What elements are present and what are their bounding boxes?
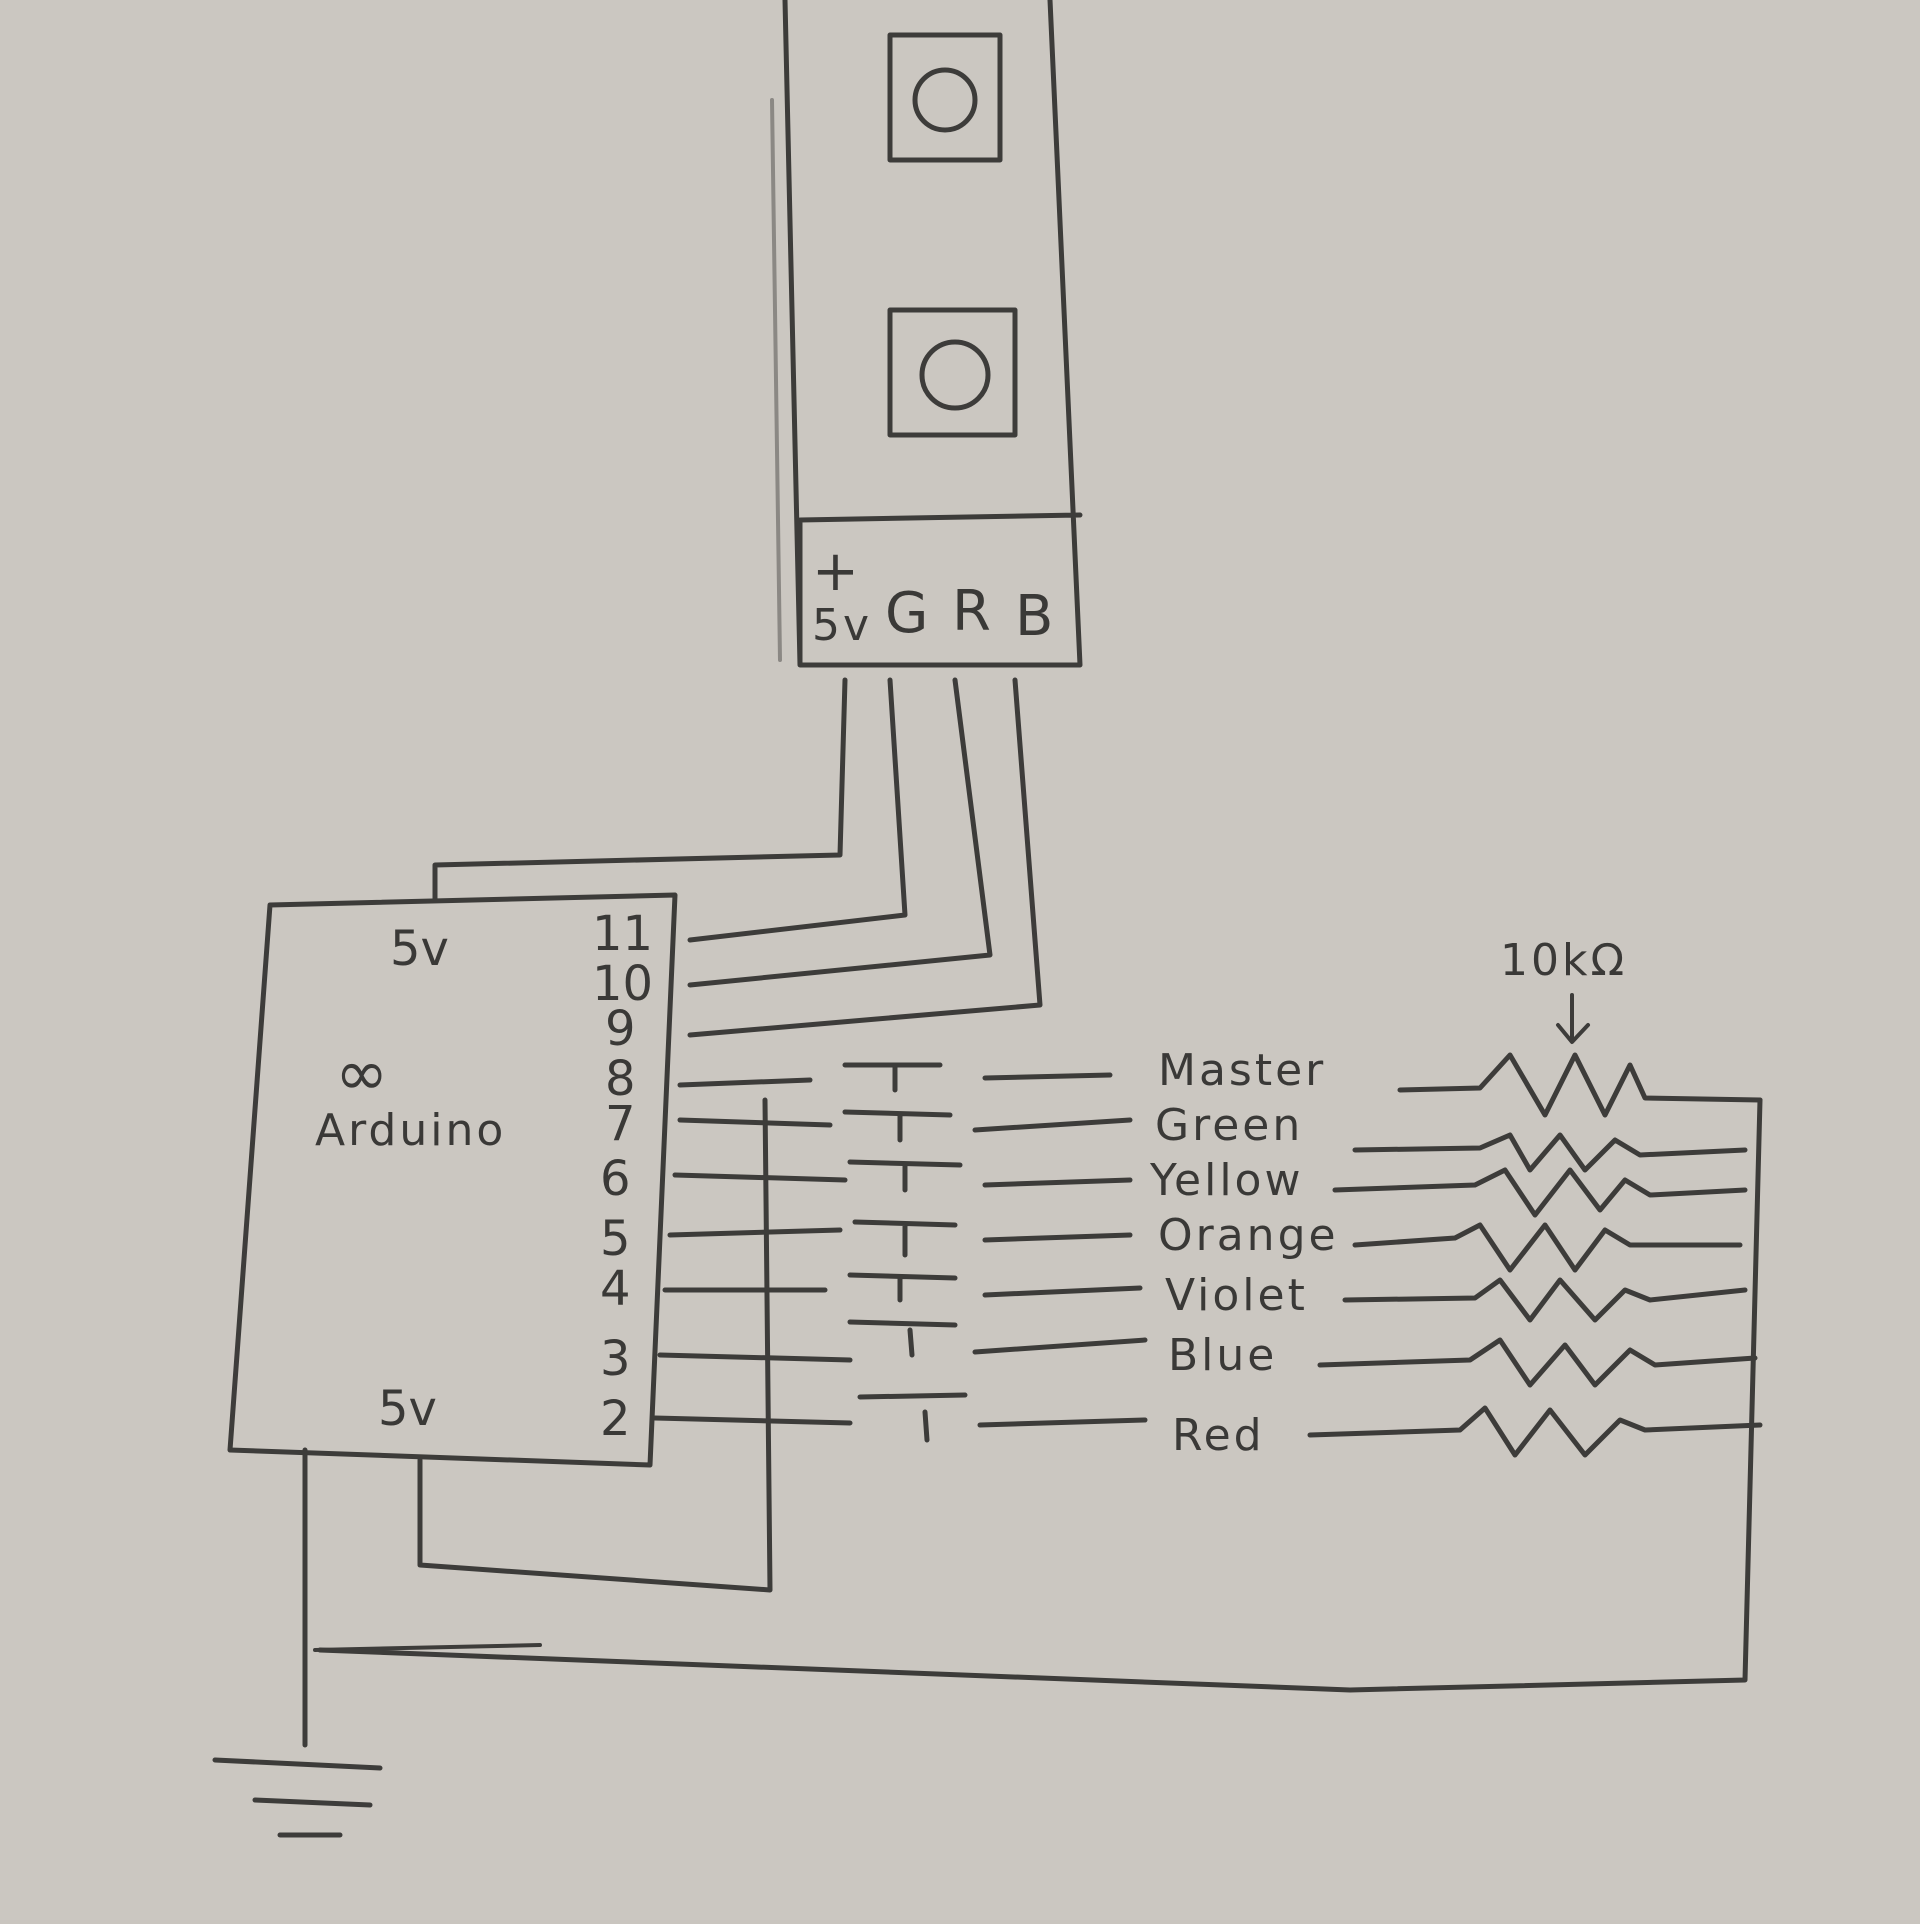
- pin-2: 2: [600, 1391, 631, 1447]
- arduino-logo: ∞: [335, 1037, 388, 1111]
- button-yellow: [847, 1159, 963, 1193]
- terminal-r: R: [952, 579, 991, 644]
- resistor-icon: [1317, 1337, 1758, 1388]
- contact-green: [972, 1117, 1133, 1133]
- strip-wires: [432, 677, 1043, 1038]
- wire-g-to-pin11: [687, 677, 908, 943]
- lead-pin8: [677, 1077, 813, 1088]
- button-blue: [847, 1319, 958, 1358]
- switch-icon: [847, 1159, 963, 1193]
- contact-yellow: [982, 1177, 1133, 1188]
- pot-master: [1397, 1052, 1763, 1118]
- pot-yellow: [1332, 1167, 1748, 1218]
- label-blue: Blue: [1168, 1330, 1277, 1381]
- lead-pin2: [652, 1415, 853, 1426]
- switch-common-wire: [417, 1097, 773, 1593]
- ground-bar-2: [252, 1797, 373, 1808]
- pin-8: 8: [605, 1051, 636, 1107]
- arduino-label: Arduino: [315, 1105, 506, 1156]
- button-green: [842, 1109, 953, 1143]
- arduino-5v-bottom: 5v: [378, 1381, 437, 1437]
- button-master: [842, 1062, 943, 1093]
- pin-5: 5: [600, 1211, 631, 1267]
- switch-icon: [857, 1392, 968, 1443]
- wire-r-to-pin10: [687, 677, 993, 988]
- resistor-icon: [1332, 1167, 1748, 1218]
- variable-resistor-icon: [1397, 1052, 1763, 1118]
- led-strip: + 5v G R B: [770, 0, 1083, 668]
- switch-icon: [847, 1319, 958, 1358]
- led-strip-outline: [782, 0, 1083, 668]
- led-chip-2: [887, 307, 1018, 438]
- contact-red: [977, 1417, 1148, 1428]
- contact-blue: [972, 1337, 1148, 1355]
- wire-5v: [432, 677, 848, 903]
- label-yellow: Yellow: [1149, 1155, 1303, 1206]
- arduino-5v-top: 5v: [390, 921, 449, 977]
- led-chip-1: [887, 32, 1003, 163]
- lead-pin7: [677, 1117, 833, 1128]
- pin-6: 6: [600, 1151, 631, 1207]
- button-red: [857, 1392, 968, 1443]
- button-orange: [852, 1219, 958, 1258]
- pin-3: 3: [600, 1331, 631, 1387]
- resistor-icon: [1352, 1222, 1743, 1273]
- switch-bank: [652, 1062, 1148, 1443]
- label-orange: Orange: [1158, 1210, 1339, 1261]
- terminal-g: G: [885, 581, 928, 646]
- resistor-icon: [1352, 1132, 1748, 1173]
- contact-master: [982, 1072, 1113, 1081]
- arduino-board: 5v ∞ Arduino 5v 11 10 9 8 7 6 5 4 3 2: [227, 892, 678, 1468]
- terminal-b: B: [1015, 584, 1053, 649]
- ground-bar-1: [212, 1757, 383, 1771]
- switch-icon: [847, 1272, 958, 1303]
- lead-pin6: [672, 1172, 848, 1183]
- potentiometers: 10kΩ: [317, 935, 1763, 1693]
- pot-blue: [1317, 1337, 1758, 1388]
- label-master: Master: [1158, 1045, 1326, 1096]
- ground-icon: [212, 1757, 383, 1838]
- pot-value-label: 10kΩ: [1500, 935, 1627, 986]
- pot-green: [1352, 1132, 1748, 1173]
- lead-pin3: [657, 1352, 853, 1363]
- led-icon: [887, 307, 1018, 438]
- label-green: Green: [1155, 1100, 1303, 1151]
- arduino-outline: [227, 892, 678, 1468]
- wire-b-to-pin9: [687, 677, 1043, 1038]
- pot-orange: [1352, 1222, 1743, 1273]
- switch-icon: [842, 1062, 943, 1093]
- wiper-arrow: [1556, 993, 1590, 1044]
- contact-violet: [982, 1285, 1143, 1298]
- return-wires: [302, 1097, 773, 1748]
- pin-11: 11: [592, 906, 653, 962]
- label-violet: Violet: [1165, 1270, 1308, 1321]
- led-icon: [887, 32, 1003, 163]
- channel-labels: Master Green Yellow Orange Violet Blue R…: [1149, 1045, 1339, 1461]
- contact-orange: [982, 1232, 1133, 1243]
- label-red: Red: [1172, 1410, 1265, 1461]
- terminal-5v: 5v: [812, 600, 872, 651]
- led-lens-1: [912, 67, 978, 133]
- pin-4: 4: [600, 1261, 631, 1317]
- terminal-plus: +: [812, 539, 859, 604]
- led-lens-2: [919, 339, 991, 411]
- right-bus-wire: [317, 1097, 1763, 1693]
- pot-red: [1307, 1405, 1763, 1458]
- switch-icon: [852, 1219, 958, 1258]
- button-violet: [847, 1272, 958, 1303]
- resistor-icon: [1342, 1277, 1748, 1323]
- pin-7: 7: [605, 1096, 636, 1152]
- pot-violet: [1342, 1277, 1748, 1323]
- switch-icon: [842, 1109, 953, 1143]
- pin-9: 9: [605, 1001, 636, 1057]
- strip-shading: [770, 98, 782, 662]
- lead-pin5: [667, 1227, 843, 1238]
- resistor-icon: [1307, 1405, 1763, 1458]
- pin-10: 10: [592, 956, 653, 1012]
- ground-junction: [313, 1643, 542, 1652]
